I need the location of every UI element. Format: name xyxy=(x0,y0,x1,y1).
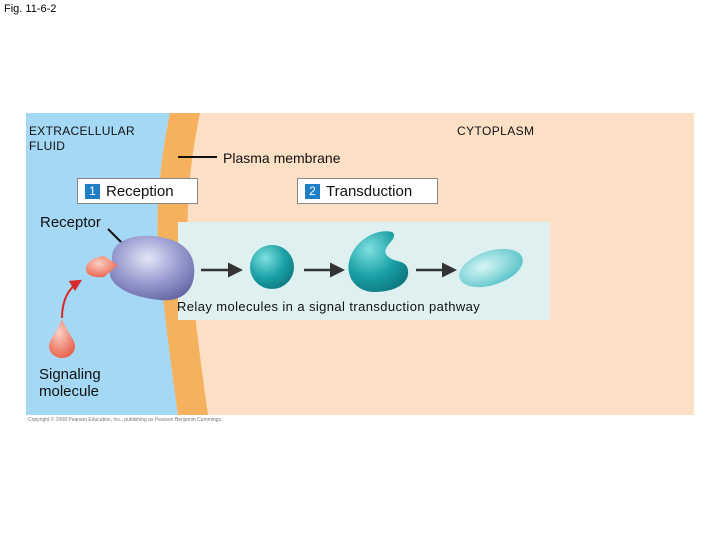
plasma-membrane-label: Plasma membrane xyxy=(223,150,341,166)
step-label: Transduction xyxy=(326,182,413,200)
step-number-badge: 1 xyxy=(85,183,100,199)
relay-molecules-label: Relay molecules in a signal transduction… xyxy=(177,299,481,314)
signaling-molecule-label: Signaling molecule xyxy=(39,366,101,400)
step-reception-box: 1 Reception xyxy=(77,178,198,204)
step-number-badge: 2 xyxy=(305,183,320,199)
signaling-molecule-shape xyxy=(49,319,75,358)
relay-molecule-sphere xyxy=(250,245,294,289)
copyright-text: Copyright © 2008 Pearson Education, Inc.… xyxy=(28,417,223,423)
relay-molecule-ellipse xyxy=(459,248,523,288)
figure-title: Fig. 11-6-2 xyxy=(4,3,57,15)
step-transduction-box: 2 Transduction xyxy=(297,178,438,204)
binding-arrow xyxy=(61,279,83,319)
relay-molecule-bean xyxy=(348,231,409,292)
step-label: Reception xyxy=(106,182,174,200)
extracellular-fluid-label: EXTRACELLULAR FLUID xyxy=(29,124,135,153)
receptor-label: Receptor xyxy=(40,214,101,231)
bound-signal-molecule xyxy=(86,256,118,278)
cytoplasm-label: CYTOPLASM xyxy=(457,124,535,138)
receptor-protein xyxy=(109,235,195,301)
